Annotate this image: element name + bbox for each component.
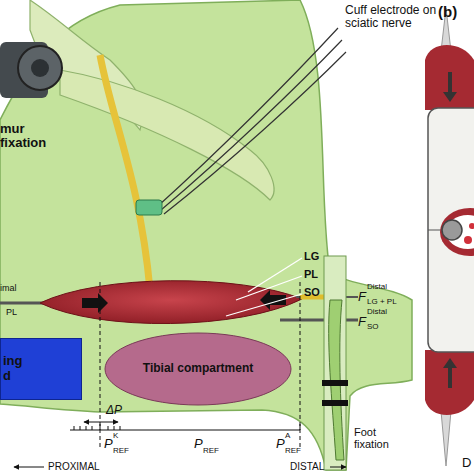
- ruler-line: [70, 430, 300, 431]
- force-subscript: PL: [6, 308, 17, 318]
- force-symbol: F: [358, 315, 366, 329]
- panel-bg: [418, 0, 474, 474]
- force-symbol: F: [358, 290, 366, 304]
- femur-clamp: [0, 42, 62, 98]
- part-label: mur fixation: [0, 122, 50, 151]
- position-subscript: REF: [285, 447, 301, 456]
- position-symbol: P: [104, 437, 113, 451]
- direction-arrow: [330, 467, 346, 468]
- femur-bone: [60, 70, 274, 200]
- delta-arrow: [84, 422, 118, 423]
- direction-label: DISTAL: [290, 461, 324, 472]
- triceps-muscle: [40, 281, 302, 324]
- position-subscript: REF: [113, 447, 129, 456]
- position-superscript: A: [285, 432, 290, 441]
- position-superscript: K: [113, 432, 118, 441]
- muscle-section: [440, 208, 474, 256]
- position-symbol: P: [276, 437, 285, 451]
- foot-fixation: [322, 256, 348, 470]
- part-label: Foot fixation: [354, 426, 404, 450]
- node-label: ing d: [3, 354, 29, 384]
- sensor-box: ing d: [0, 338, 82, 400]
- force-subscript: SO: [367, 323, 379, 332]
- vessel-section: [464, 236, 472, 244]
- strap: [322, 380, 348, 386]
- node-label: Tibial compartment: [143, 362, 253, 376]
- vessel-section: [469, 223, 474, 229]
- ellipse-shape: [105, 333, 291, 405]
- direction-label: PROXIMAL: [48, 461, 100, 472]
- leg-body: [0, 0, 412, 470]
- wire: [161, 40, 342, 210]
- wire: [164, 52, 346, 214]
- sciatic-nerve: [100, 55, 150, 290]
- muscle-label: PL: [304, 268, 318, 280]
- strap: [322, 400, 348, 406]
- bone-section: [442, 220, 462, 240]
- force-superscript: Distal: [367, 308, 387, 317]
- panel-label: (b): [438, 4, 457, 21]
- panel-label: D: [462, 456, 471, 470]
- cuff-electrode: [136, 200, 162, 215]
- cuff-wires: [158, 28, 346, 214]
- force-superscript: imal: [0, 284, 17, 294]
- muscle-label: LG: [304, 250, 319, 262]
- leader-line: [248, 258, 302, 292]
- clamp-hole: [31, 59, 49, 77]
- force-subscript: LG + PL: [367, 298, 397, 307]
- force-superscript: Distal: [367, 283, 387, 292]
- fixation-board: [324, 256, 346, 470]
- direction-arrow: [14, 467, 44, 468]
- wire: [158, 28, 338, 206]
- position-subscript: REF: [203, 447, 219, 456]
- leader-line: [226, 294, 302, 316]
- compress-arrow: [443, 72, 457, 102]
- cross-section-panel: [418, 0, 474, 474]
- compress-arrow: [443, 358, 457, 388]
- muscle-section: [425, 350, 474, 415]
- dimension-label: ΔP: [106, 404, 122, 417]
- ruler-ticks: [74, 424, 300, 430]
- muscle-section: [425, 45, 474, 110]
- force-arrow: [82, 293, 108, 313]
- position-symbol: P: [194, 437, 203, 451]
- clamp-screw: [18, 46, 62, 90]
- muscle-label: SO: [304, 286, 320, 298]
- muscle-compartment: Tibial compartment: [104, 332, 292, 406]
- leader-lines: [226, 258, 302, 316]
